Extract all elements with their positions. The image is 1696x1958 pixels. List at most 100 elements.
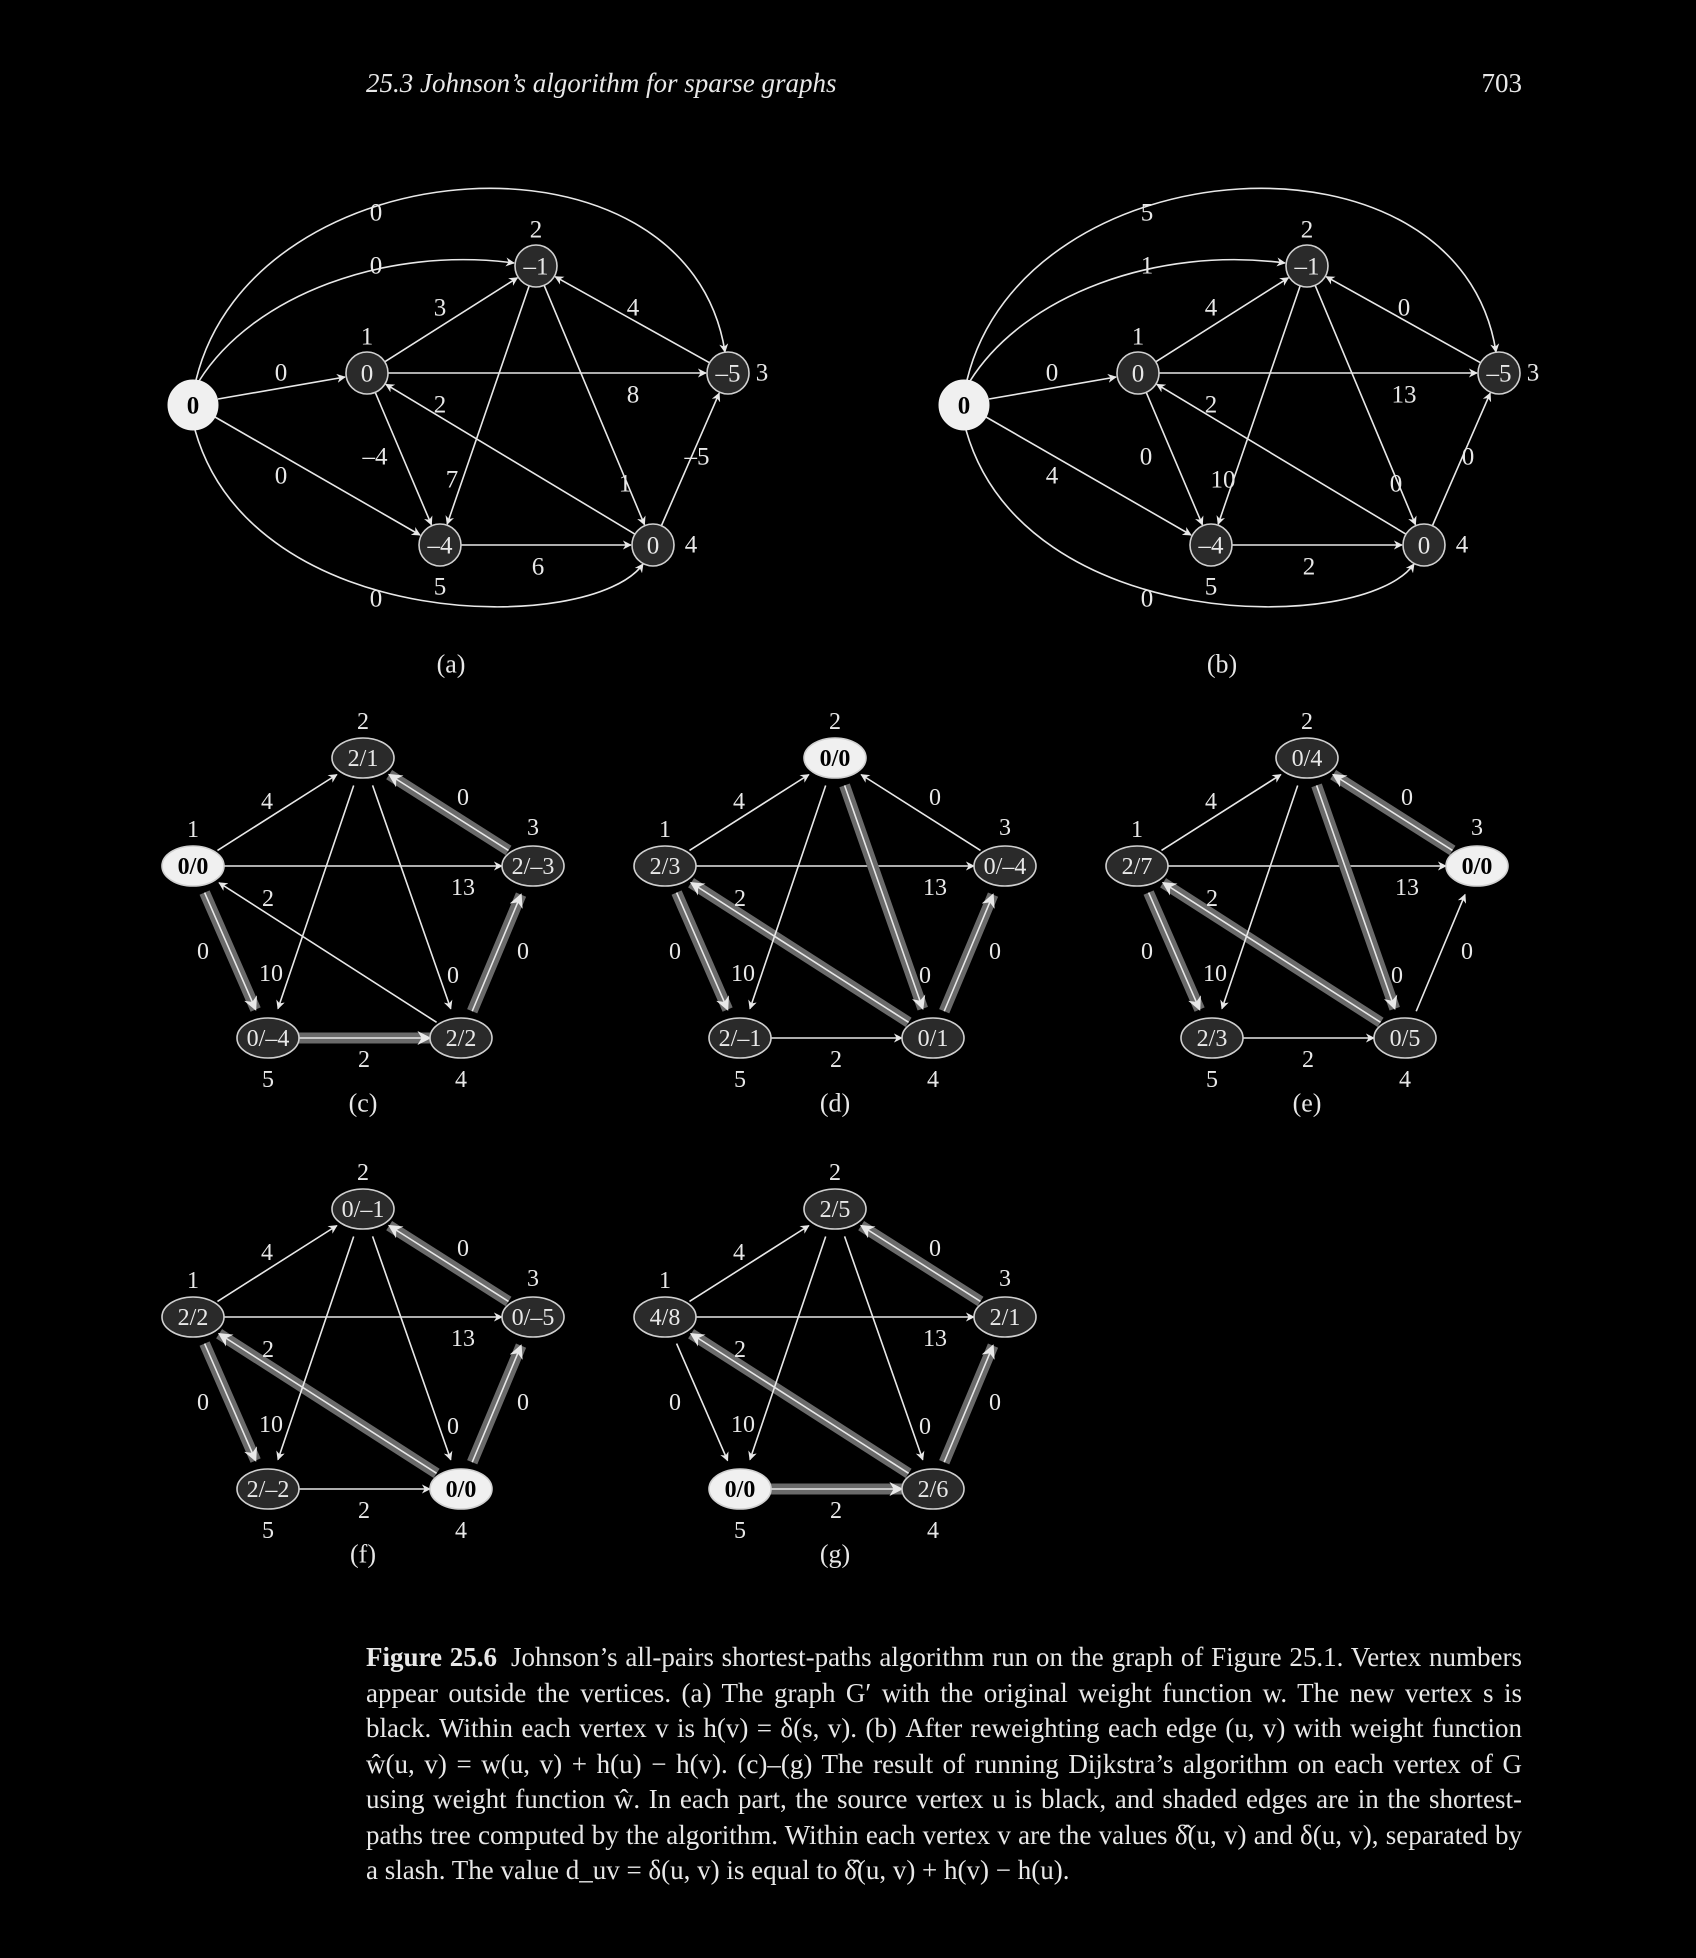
- edge-v1-v5: [1147, 892, 1201, 1011]
- weight-v4_v1: 2: [734, 886, 746, 912]
- weight-v5_v4: 2: [830, 1047, 842, 1073]
- vertex-number-v5: 5: [1205, 574, 1218, 601]
- weight-v5_v4: 6: [532, 554, 545, 581]
- vertex-v3-value: 0/0: [1462, 854, 1493, 880]
- vertex-number-v1: 1: [187, 817, 199, 843]
- vertex-v1: [161, 845, 225, 887]
- subfigure-label: (e): [1293, 1089, 1322, 1118]
- edge-v2-v5: [276, 785, 355, 1010]
- weight-v2_v5: 10: [731, 1412, 755, 1438]
- weight-v4_v3: 0: [517, 1390, 529, 1416]
- vertex-v2-value: 2/5: [820, 1197, 851, 1223]
- edge-v2-v4: [371, 1236, 453, 1461]
- vertex-v5: [236, 1468, 300, 1510]
- source-vertex-s: [938, 379, 990, 431]
- edge-v4-v3: [660, 392, 721, 527]
- vertex-v1: [633, 845, 697, 887]
- vertex-number-v5: 5: [1206, 1067, 1218, 1093]
- source-vertex-s: [167, 379, 219, 431]
- subfigure-label: (a): [437, 650, 466, 679]
- vertex-v5-value: 2/–2: [247, 1477, 290, 1503]
- subfigure-label: (g): [820, 1540, 850, 1569]
- weight-v1_v3: 13: [1392, 382, 1417, 409]
- vertex-number-v1: 1: [361, 324, 374, 351]
- caption-label: Figure 25.6: [366, 1642, 498, 1672]
- weight-v1_v2: 4: [261, 1240, 273, 1266]
- vertex-number-v5: 5: [262, 1518, 274, 1544]
- vertex-v3: [973, 845, 1037, 887]
- weight-v1_v5: 0: [1141, 939, 1153, 965]
- weight-s_v2: 1: [1141, 253, 1154, 280]
- edge-s-v5: [214, 416, 421, 536]
- weight-v5_v4: 2: [358, 1498, 370, 1524]
- vertex-number-v4: 4: [455, 1518, 467, 1544]
- vertex-number-v3: 3: [1527, 360, 1540, 387]
- vertex-v3: [501, 1296, 565, 1338]
- weight-s_v3: 0: [370, 200, 383, 227]
- edge-s-v1: [217, 373, 346, 400]
- caption-text: Johnson’s all-pairs shortest-paths algor…: [366, 1642, 1522, 1885]
- vertex-number-v2: 2: [357, 1160, 369, 1186]
- vertex-v5-value: 2/3: [1197, 1026, 1228, 1052]
- vertex-v5: [708, 1468, 772, 1510]
- edge-v2-v4: [1315, 785, 1398, 1011]
- vertex-v5: [1189, 523, 1233, 567]
- edge-v3-v2: [1331, 773, 1453, 852]
- weight-s_v3: 5: [1141, 200, 1154, 227]
- weight-v3_v2: 0: [1398, 295, 1411, 322]
- weight-v2_v4: 0: [447, 963, 459, 989]
- vertex-number-v3: 3: [1471, 815, 1483, 841]
- vertex-v2-value: 0/4: [1292, 746, 1323, 772]
- weight-v1_v2: 4: [1205, 789, 1217, 815]
- vertex-v1-value: 0/0: [178, 854, 209, 880]
- edge-v1-v2: [1161, 773, 1282, 852]
- edge-v2-v4: [843, 785, 926, 1011]
- weight-v1_v3: 13: [923, 1326, 947, 1352]
- vertex-v5-value: 0/0: [725, 1477, 756, 1503]
- weight-v2_v5: 7: [446, 467, 459, 494]
- edge-v1-v2: [217, 1224, 338, 1303]
- weight-v5_v4: 2: [1302, 1047, 1314, 1073]
- weight-v2_v4: 0: [1390, 471, 1403, 498]
- weight-s_v5: 0: [275, 463, 288, 490]
- vertex-v2: [331, 1188, 395, 1230]
- edge-v1-v5: [675, 892, 729, 1011]
- vertex-v2: [1285, 244, 1329, 288]
- weight-v1_v2: 4: [261, 789, 273, 815]
- weight-v4_v3: 0: [989, 939, 1001, 965]
- weight-s_v1: 0: [275, 360, 288, 387]
- vertex-number-v3: 3: [999, 815, 1011, 841]
- edge-v4-v1: [1161, 881, 1382, 1024]
- edge-v2-v4: [543, 285, 646, 526]
- subfigure-label: (c): [349, 1089, 378, 1118]
- edge-v1-v2: [689, 773, 810, 852]
- edge-v3-v2: [554, 276, 711, 364]
- weight-v4_v1: 2: [734, 1337, 746, 1363]
- edge-v4-v1: [217, 1332, 438, 1475]
- vertex-v4-value: 0: [1418, 533, 1431, 560]
- section-title: 25.3 Johnson’s algorithm for sparse grap…: [366, 68, 837, 98]
- vertex-v1-value: 2/3: [650, 854, 681, 880]
- vertex-number-v5: 5: [434, 574, 447, 601]
- weight-s_v1: 0: [1046, 360, 1059, 387]
- vertex-v4-value: 2/2: [446, 1026, 477, 1052]
- weight-v1_v5: –4: [362, 444, 389, 471]
- weight-v2_v5: 10: [259, 961, 283, 987]
- vertex-v2-value: 0/0: [820, 746, 851, 772]
- weight-v3_v2: 0: [1401, 785, 1413, 811]
- vertex-number-v4: 4: [1399, 1067, 1411, 1093]
- vertex-v4-value: 0: [647, 533, 660, 560]
- weight-v1_v3: 13: [451, 875, 475, 901]
- weight-v2_v5: 10: [259, 1412, 283, 1438]
- edge-v1-v5: [1145, 392, 1204, 526]
- edge-v1-v5: [203, 892, 257, 1011]
- weight-s_v4: 0: [370, 586, 383, 613]
- vertex-number-v1: 1: [1131, 817, 1143, 843]
- weight-v1_v3: 13: [451, 1326, 475, 1352]
- vertex-number-v5: 5: [734, 1067, 746, 1093]
- vertex-v3: [973, 1296, 1037, 1338]
